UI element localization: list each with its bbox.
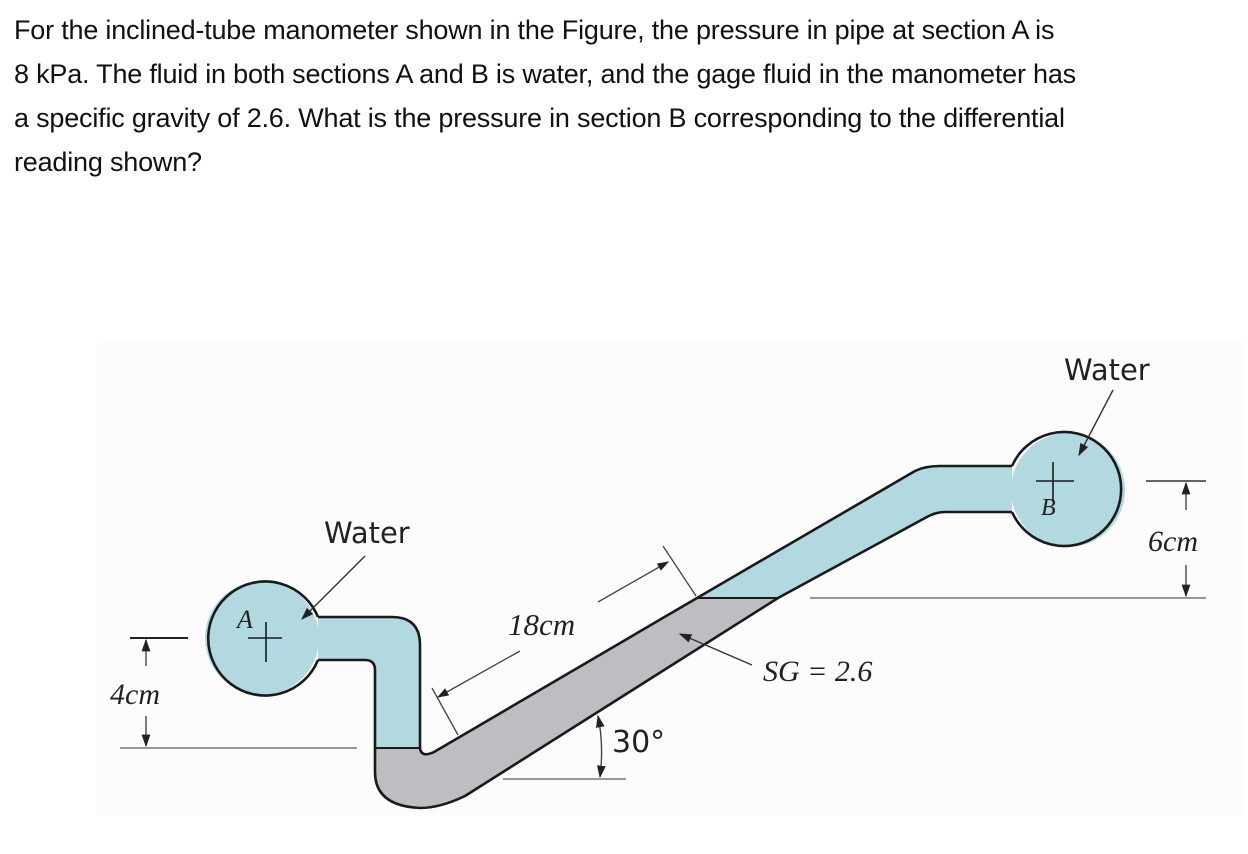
pipe-b	[1011, 433, 1125, 547]
problem-line-2: 8 kPa. The fluid in both sections A and …	[14, 59, 1076, 89]
gage-fluid-region	[375, 598, 778, 808]
problem-line-3: a specific gravity of 2.6. What is the p…	[14, 103, 1065, 133]
label-dim-18cm: 18cm	[508, 607, 575, 642]
leader-arrow-water-b	[1078, 389, 1114, 457]
problem-statement: For the inclined-tube manometer shown in…	[14, 8, 1239, 184]
water-region-a	[318, 617, 420, 748]
figure-background	[97, 340, 1242, 816]
leader-arrow-water-a	[301, 555, 366, 620]
label-specific-gravity: SG = 2.6	[763, 655, 872, 688]
label-water-a: Water	[324, 516, 410, 550]
label-point-b: B	[1041, 495, 1056, 521]
label-point-a: A	[235, 605, 253, 634]
center-cross-b	[1036, 462, 1074, 502]
problem-line-4: reading shown?	[14, 147, 202, 177]
dimension-6cm	[810, 480, 1206, 599]
label-dim-6cm: 6cm	[1148, 525, 1198, 558]
leader-arrow-sg	[678, 633, 753, 666]
water-region-b	[697, 466, 1012, 598]
dimension-18cm	[431, 545, 697, 736]
label-dim-4cm: 4cm	[110, 678, 160, 711]
angle-30-indicator	[503, 714, 626, 780]
label-angle: 30°	[612, 725, 665, 760]
problem-line-1: For the inclined-tube manometer shown in…	[14, 15, 1055, 45]
label-water-b: Water	[1064, 353, 1150, 387]
dimension-4cm	[120, 637, 357, 749]
center-cross-a	[248, 622, 282, 662]
tube-outline	[206, 430, 1123, 810]
